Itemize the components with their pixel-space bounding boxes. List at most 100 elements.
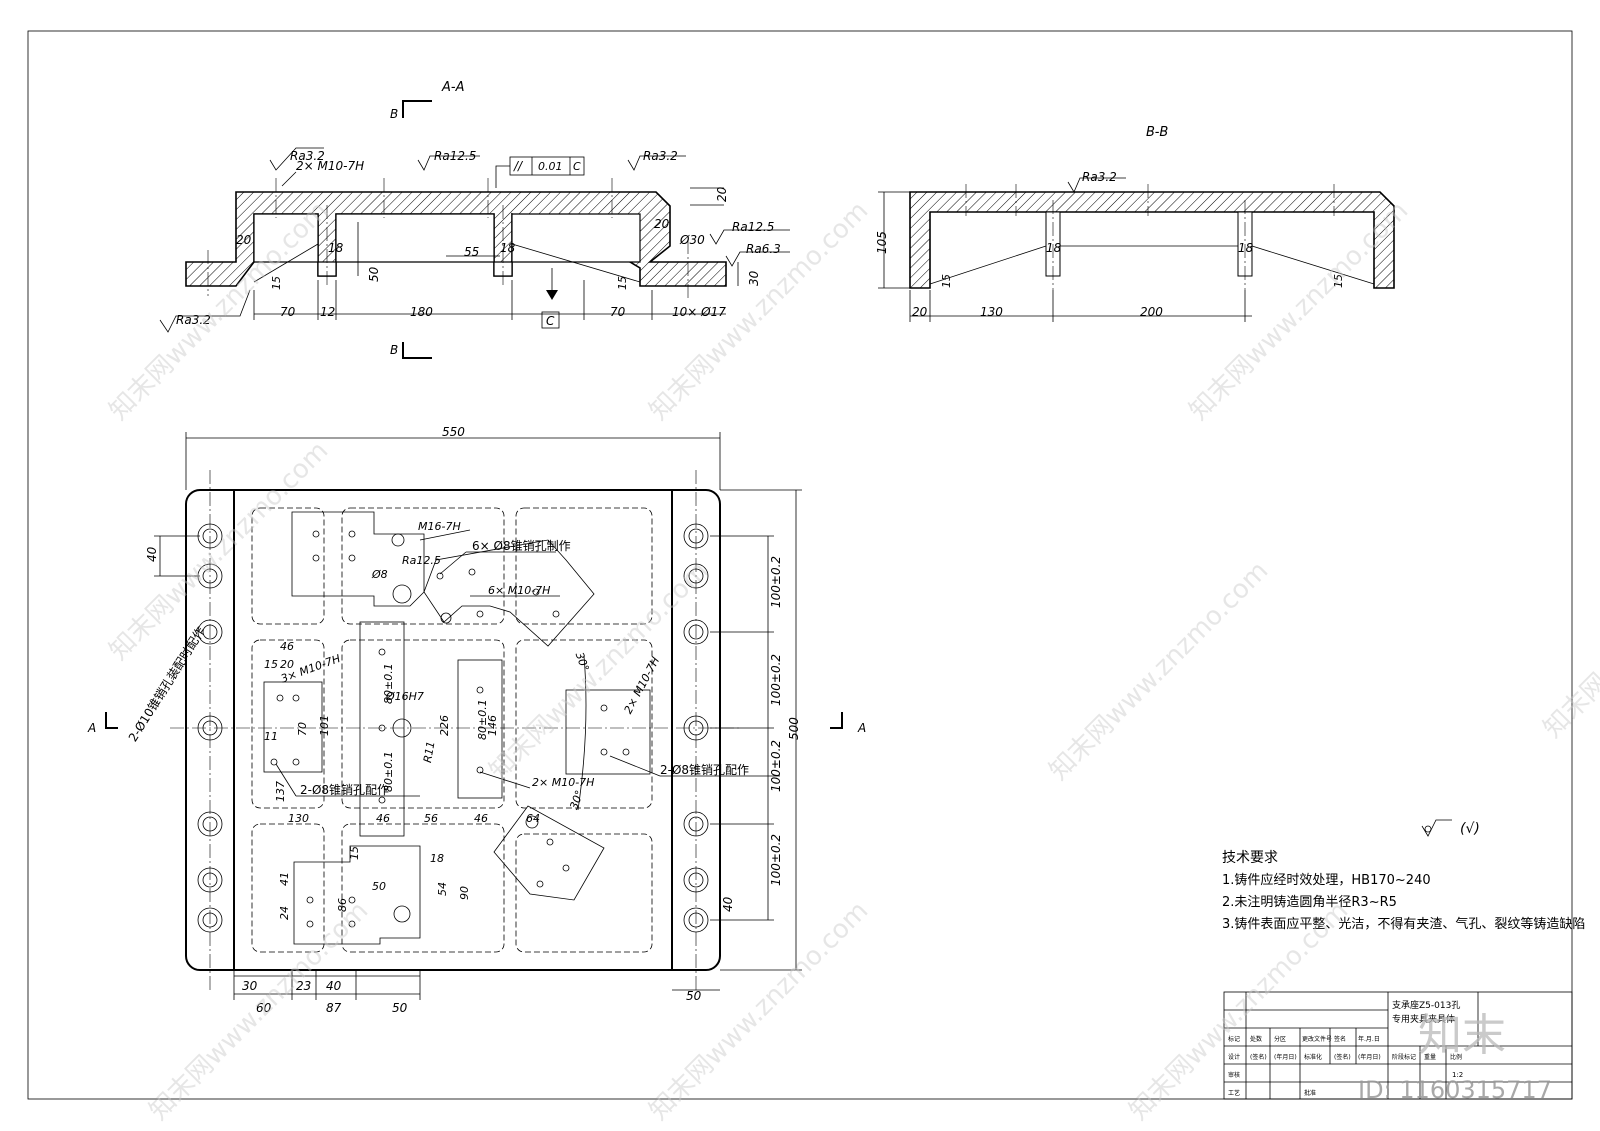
dim-label: 105 [875,231,889,254]
dim-label: 20 [715,186,729,202]
dim-label: 50 [367,266,381,282]
tb-cell: 标记 [1228,1035,1240,1043]
dim-label: 40 [721,896,735,912]
dim-label: 80±0.1 [382,663,395,704]
callout-text: 6× M10-7H [488,584,550,597]
watermark-text: 知末网www.znzmo.com [644,896,875,1127]
dim-label: 46 [474,812,488,825]
callout-leader [281,171,297,187]
locating-plate-right [565,689,651,775]
dim-label: 55 [464,245,479,259]
slope-line [511,243,641,283]
slope-line [929,245,1047,285]
pin-hole [536,880,544,888]
dim-label: 100±0.2 [769,740,783,792]
dim-label: 30 [747,270,761,286]
dim-label: 100±0.2 [769,834,783,886]
tb-cell: 审核 [1228,1071,1240,1079]
locating-plate-center [359,621,405,837]
tb-cell: (年月日) [1274,1053,1297,1061]
pin-hole [600,748,608,756]
pin-hole [306,920,314,928]
tech-requirement-item: 1.铸件应经时效处理，HB170~240 [1222,872,1431,888]
roughness-symbol [1067,177,1126,193]
roughness-note-text: (√) [1460,821,1480,837]
roughness-symbols: Ra3.2 Ra12.5 Ra3.2 Ra12.5 Ra6.3 Ra3.2 [159,147,790,333]
dim-label: 50 [372,880,386,893]
pin-hole [476,686,484,694]
roughness-label: Ra3.2 [290,149,325,163]
tb-cell: (签名) [1250,1053,1267,1061]
tb-cell: 年.月.日 [1358,1035,1380,1043]
tolerance-value: 0.01 [538,160,563,173]
pin-hole [312,554,320,562]
dim-label: 130 [288,812,309,825]
tb-cell: (年月日) [1358,1053,1381,1061]
dim-label: 46 [280,640,294,653]
dim-label: 30 [242,979,258,993]
roughness-label: Ra3.2 [1082,170,1117,184]
dim-label: 137 [274,781,287,802]
tb-cell: (签名) [1334,1053,1351,1061]
watermark-text: 知末网www.znzmo.com [1044,556,1275,787]
cut-mark-bottom [402,342,432,359]
cut-mark-top [402,100,432,118]
cut-mark-left [105,712,118,729]
dim-label: 18 [430,852,444,865]
callout-text: Ø8 [371,568,388,581]
dim-label: 11 [264,730,278,743]
dim-label: 15 [616,276,629,290]
dim-label: 23 [296,979,311,993]
dim-label: 20 [654,217,670,231]
pin-hole [546,838,554,846]
dim-label: 18 [1046,241,1062,255]
callout-leader [275,763,297,797]
general-roughness-note: (√) [1421,819,1480,837]
pin-hole [532,588,540,596]
dim-label: 70 [280,305,296,319]
thread-callout: 2× M10-7H [296,159,364,173]
roughness-label: Ra6.3 [746,242,781,256]
tech-requirement-item: 2.未注明铸造圆角半径R3~R5 [1222,894,1397,910]
pin-hole [348,920,356,928]
tb-scale: 1:2 [1452,1071,1463,1079]
dim-label: 80±0.1 [476,699,489,740]
overall-width: 550 [442,425,465,439]
locating-plate-top [291,511,425,607]
dim-label: 50 [686,989,702,1003]
part-name: 专用夹具夹具体 [1392,1013,1455,1025]
dim-label: 24 [278,906,291,920]
callout-text: 2× M10-7H [532,776,594,789]
plan-inner-dims: 46 15 20 11 70 101 80±0.1 80±0.1 226 80±… [264,640,592,920]
pin-hole [391,533,405,547]
section-aa-view: A-A B B C Ra3.2 Ra12.5 Ra3. [159,80,790,359]
pin-hole [436,572,444,580]
roughness-label: Ra12.5 [434,149,476,163]
dim-label: 46 [376,812,390,825]
dim-label: 64 [526,812,540,825]
dim-label: 130 [980,305,1003,319]
section-bb-view: B-B Ra3.2 105 15 18 18 15 20 [875,125,1395,322]
drawing-border [27,30,1573,1100]
tb-cell: 处数 [1250,1035,1262,1043]
callout-text: M16-7H [418,520,461,533]
callout-leader [609,755,661,777]
dim-label: 20 [236,233,252,247]
overall-height: 500 [787,717,801,740]
dim-label: 15 [940,274,953,288]
plan-view: 550 500 [87,425,866,1015]
tolerance-symbol: // [513,159,524,173]
callout-text: Ra12.5 [402,554,441,567]
tb-cell: 设计 [1228,1053,1240,1061]
part-name: 支承座Z5-013孔 [1392,999,1460,1011]
dim-label: 50 [392,1001,408,1015]
dim-label: 41 [278,872,291,886]
dim-label: 12 [320,305,335,319]
tb-cell: 标准化 [1304,1053,1322,1061]
tech-requirement-item: 3.铸件表面应平整、光洁，不得有夹渣、气孔、裂纹等铸造缺陷 [1222,916,1585,932]
tb-cell: 签名 [1334,1035,1346,1043]
cut-mark-right [830,712,843,729]
slope-line [1251,245,1375,285]
dim-label: 40 [145,546,159,562]
